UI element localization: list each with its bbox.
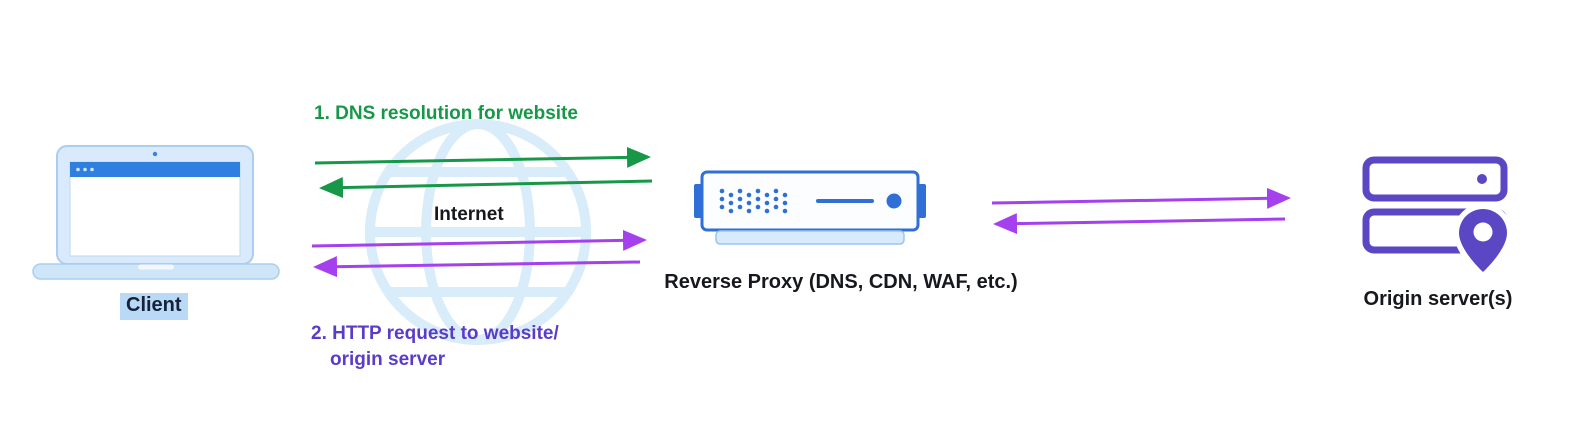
proxy-to-origin-arrow	[991, 187, 1291, 209]
origin-server-label: Origin server(s)	[1363, 288, 1513, 310]
dns-arrow-left	[319, 177, 653, 199]
dns-flow-label: 1. DNS resolution for website	[314, 103, 578, 124]
http-arrow-right	[311, 229, 647, 251]
location-pin-icon	[1453, 203, 1513, 278]
proxy-dot-pattern	[719, 188, 788, 214]
dns-arrow-right	[314, 146, 651, 168]
client-laptop-icon	[32, 145, 280, 280]
reverse-proxy-label: Reverse Proxy (DNS, CDN, WAF, etc.)	[664, 271, 1018, 293]
reverse-proxy-icon	[694, 170, 926, 245]
internet-globe-icon	[365, 119, 591, 345]
http-arrow-left	[313, 256, 641, 278]
http-arrows-left	[311, 229, 647, 278]
client-label: Client	[120, 293, 188, 320]
dns-arrows	[314, 146, 653, 199]
origin-to-proxy-arrow	[993, 213, 1286, 235]
http-flow-label-line1: 2. HTTP request to website/	[311, 323, 559, 344]
origin-server-icon	[1362, 156, 1513, 278]
laptop-camera-dot	[152, 151, 158, 157]
proxy-origin-arrows	[991, 187, 1291, 235]
proxy-indicator-dot	[886, 193, 902, 209]
http-flow-label-line2: origin server	[330, 349, 446, 370]
internet-label: Internet	[434, 204, 504, 225]
laptop-browser-bar	[70, 162, 240, 177]
http-flow-label: 2. HTTP request to website/ origin serve…	[311, 321, 559, 373]
